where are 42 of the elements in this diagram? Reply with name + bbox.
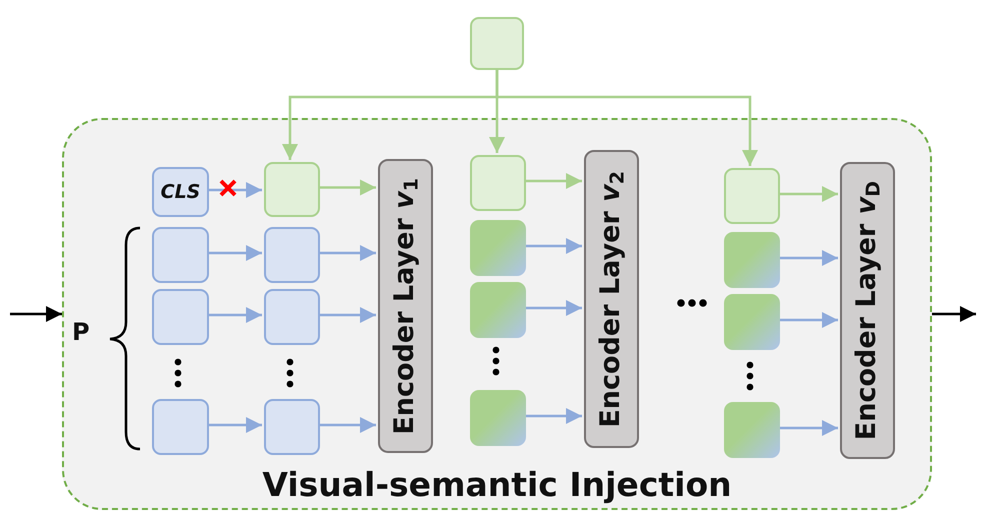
token-box — [264, 399, 320, 455]
arrow — [207, 182, 262, 198]
arrow — [207, 245, 262, 261]
arrow — [10, 306, 62, 322]
dashed-panel — [62, 118, 932, 510]
token-box — [152, 227, 209, 283]
arrow — [318, 180, 376, 196]
arrow — [318, 417, 376, 433]
encoder-layer-box — [584, 150, 639, 448]
fused-token-box — [724, 294, 780, 350]
token-box — [264, 227, 320, 283]
token-box — [152, 399, 209, 455]
arrow — [778, 420, 838, 436]
prompt-token-box — [470, 155, 526, 211]
token-box — [152, 289, 209, 345]
prompt-token-box — [724, 168, 780, 224]
arrow — [524, 173, 582, 189]
arrow — [318, 245, 376, 261]
arrow — [778, 312, 838, 328]
arrow — [932, 306, 976, 322]
arrow — [207, 307, 262, 323]
arrow — [318, 307, 376, 323]
arrow — [524, 408, 582, 424]
fused-token-box — [470, 220, 526, 276]
prompt-token-box — [470, 17, 524, 70]
token-box — [264, 289, 320, 345]
brace-label: P — [72, 318, 90, 346]
cls-token-box: CLS — [152, 167, 209, 217]
arrow — [524, 238, 582, 254]
fused-token-box — [724, 402, 780, 458]
arrow — [778, 250, 838, 266]
panel-title: Visual-semantic Injection — [261, 465, 733, 504]
encoder-layer-box — [840, 162, 895, 459]
prompt-token-box — [264, 162, 320, 217]
fused-token-box — [470, 282, 526, 338]
fused-token-box — [724, 232, 780, 288]
arrow — [524, 300, 582, 316]
fused-token-box — [470, 390, 526, 446]
encoder-layer-box — [378, 159, 433, 453]
arrow — [496, 70, 758, 166]
arrow — [778, 186, 838, 202]
arrow — [207, 417, 262, 433]
